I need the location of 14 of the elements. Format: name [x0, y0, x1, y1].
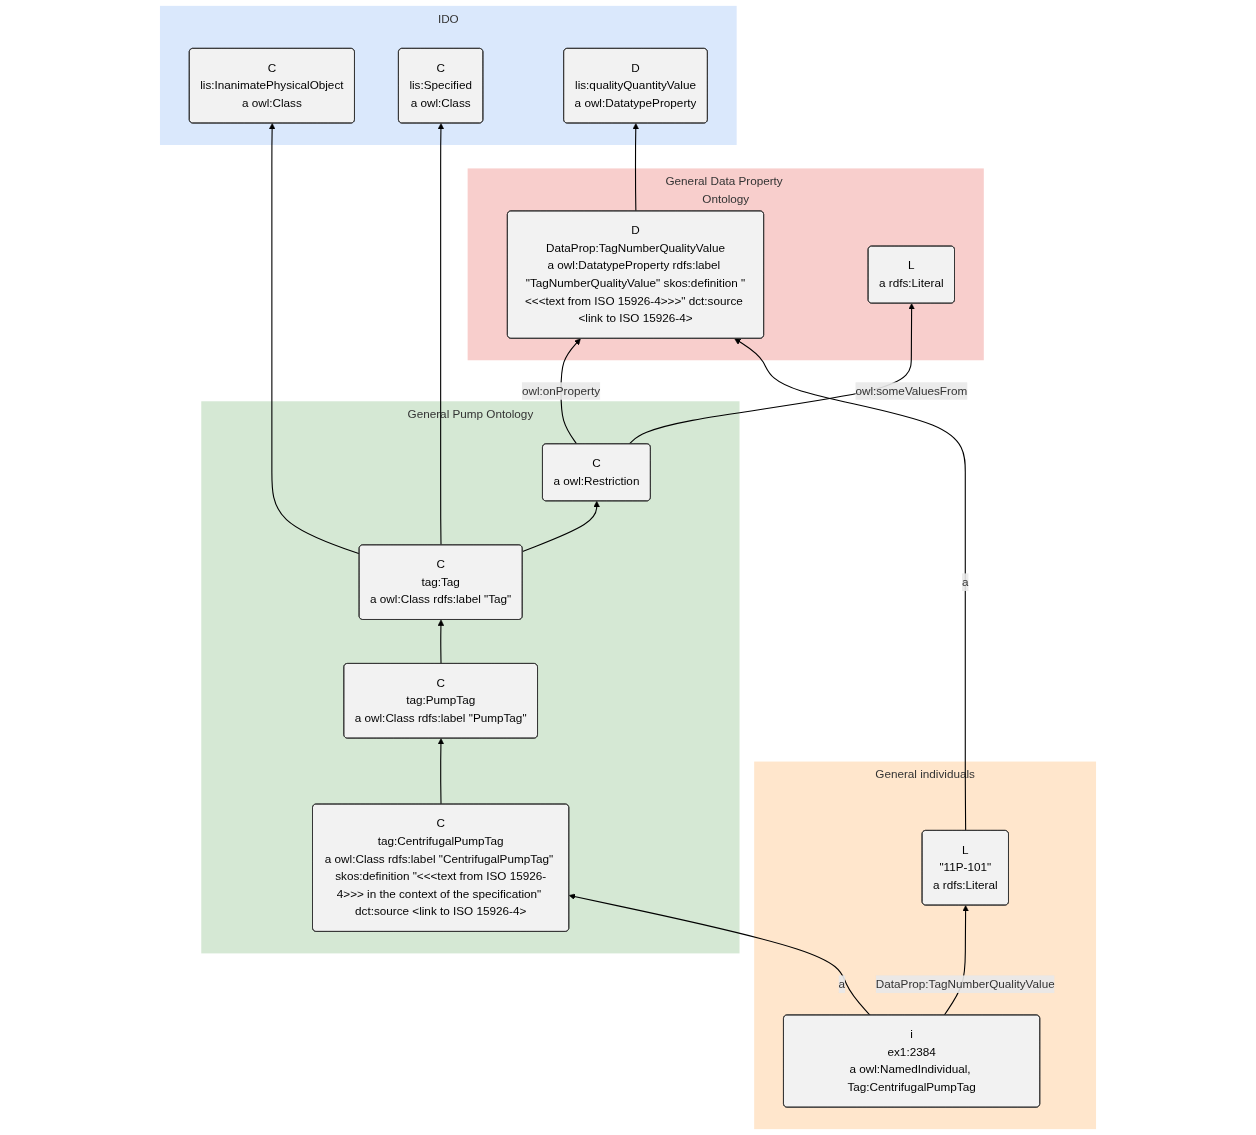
edge-label: a	[838, 977, 846, 991]
edge-label: DataProp:TagNumberQualityValue	[875, 977, 1055, 991]
edge-label: owl:someValuesFrom	[855, 384, 968, 397]
edge-label: owl:onProperty	[521, 384, 601, 397]
arrow	[734, 338, 967, 832]
arrow	[268, 123, 360, 555]
arrow	[628, 303, 915, 445]
arrow	[522, 500, 600, 552]
edge-label: a	[962, 575, 969, 588]
arrow	[437, 123, 445, 546]
arrow	[437, 738, 445, 805]
arrow	[437, 619, 445, 665]
arrow	[632, 123, 639, 212]
arrow	[568, 893, 871, 1016]
